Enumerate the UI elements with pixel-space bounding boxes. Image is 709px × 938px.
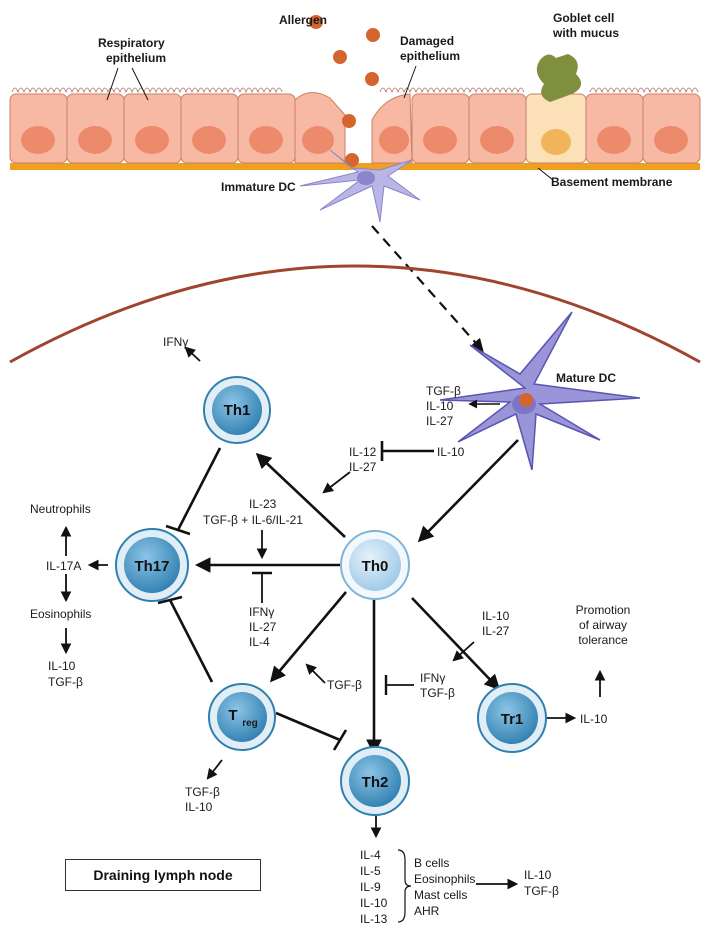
th17-il10-label: IL-10 [48,659,76,673]
th0-to-th1-arrow [255,452,346,538]
treg-inhibits-th2 [275,711,341,742]
immature-dc-label: Immature DC [221,180,296,194]
dc-secretes-tgfb: TGF-β [426,384,461,398]
immature-dc-nucleus [357,171,375,185]
th2-output-tgfb: TGF-β [524,884,559,898]
goblet-nucleus [541,129,571,155]
goblet-label-2: with mucus [552,26,619,40]
tr1-cell: Tr1 [477,683,547,753]
damaged-epithelium-label-1: Damaged [400,34,454,48]
ifng-th2-label: IFNγ [420,671,445,685]
th2-cytokine: IL-9 [360,880,381,894]
th1-label: Th1 [224,402,251,419]
tolerance-line-2: of airway [579,618,627,632]
goblet-label-1: Goblet cell [553,11,614,25]
respiratory-epithelium-label-1: Respiratory [98,36,165,50]
th0-label: Th0 [362,558,389,575]
th2-label: Th2 [362,774,389,791]
tolerance-line-3: tolerance [578,633,628,647]
th2-target: AHR [414,904,440,918]
basement-pointer [537,167,554,181]
neutrophils-label: Neutrophils [30,502,91,516]
tolerance-line-1: Promotion [576,603,631,617]
immature-dc [299,149,421,223]
th2-cytokines: IL-4 IL-5 IL-9 IL-10 IL-13 [360,848,388,926]
treg-label: T [228,707,237,724]
respiratory-pointer-2 [131,67,149,101]
treg-out-il10: IL-10 [185,800,213,814]
mature-dc-label: Mature DC [556,371,616,385]
th2-cytokine: IL-13 [360,912,388,926]
nuclei [21,126,688,154]
pathway-arrows [168,439,519,756]
ifng-top-label: IFNγ [163,335,188,349]
il27-label-a: IL-27 [349,460,377,474]
il10-inhibitor-label: IL-10 [437,445,465,459]
il12-label: IL-12 [349,445,377,459]
th2-output-il10: IL-10 [524,868,552,882]
th2-cytokine: IL-10 [360,896,388,910]
basement-membrane-label: Basement membrane [551,175,673,189]
th2-cytokine: IL-5 [360,864,381,878]
th1-cell: Th1 [203,376,271,444]
th17-cell: Th17 [115,528,189,602]
epithelium-layer: Allergen Respiratory epithelium Damaged … [9,11,701,223]
treg-inhibits-th17 [168,599,214,683]
th2-target: Eosinophils [414,872,475,886]
dc-allergen [519,393,533,407]
mature-dc [439,311,641,471]
th0-cell: Th0 [340,530,410,600]
treg-out-tgfb: TGF-β [185,785,220,799]
tgf-treg-label: TGF-β [327,678,362,692]
eosinophils-label: Eosinophils [30,607,91,621]
il10-tr1-label: IL-10 [482,609,510,623]
cilia [11,87,699,94]
allergen-label: Allergen [279,13,327,27]
il27-tr1-label: IL-27 [482,624,510,638]
il27-th17-label: IL-27 [249,620,277,634]
dc-secretes-il27: IL-27 [426,414,454,428]
basement-membrane [10,163,700,170]
th2-cell: Th2 [340,746,410,816]
tr1-label: Tr1 [501,711,524,728]
th2-brace [397,849,412,923]
th2-targets: B cells Eosinophils Mast cells AHR [414,856,475,918]
th2-target: Mast cells [414,888,467,902]
inhibition-bars [157,441,384,751]
il23-label: IL-23 [249,497,277,511]
dc-migration-arrow [371,225,484,352]
modulator-arrows [60,346,606,890]
th2-target: B cells [414,856,449,870]
allergen-particles [309,15,380,167]
th2-cytokine: IL-4 [360,848,381,862]
th17-tgfb-label: TGF-β [48,675,83,689]
tr1-il10-label: IL-10 [580,712,608,726]
th0-to-tr1-arrow [411,597,501,691]
damaged-epithelium-label-2: epithelium [400,49,460,63]
ifng-th17-label: IFNγ [249,605,274,619]
tgf-th2-label: TGF-β [420,686,455,700]
dc-to-th0-arrow [417,439,519,543]
treg-subscript: reg [242,718,258,729]
il4-th17-label: IL-4 [249,635,270,649]
th17-label: Th17 [134,558,169,575]
dc-secretes-il10: IL-10 [426,399,454,413]
damaged-pointer [403,65,417,99]
th1-inhibits-th17 [176,447,222,531]
il17a-label: IL-17A [46,559,81,573]
draining-lymph-node-label: Draining lymph node [65,859,261,891]
respiratory-epithelium-label-2: epithelium [106,51,166,65]
tgf-il6-label: TGF-β + IL-6/IL-21 [203,513,303,527]
epithelial-cells [9,92,701,164]
lymph-node-boundary [9,264,701,364]
treg-cell: T reg [208,683,276,751]
mucus [536,54,582,102]
th0-to-treg-arrow [269,591,347,683]
respiratory-pointer-1 [106,67,119,101]
